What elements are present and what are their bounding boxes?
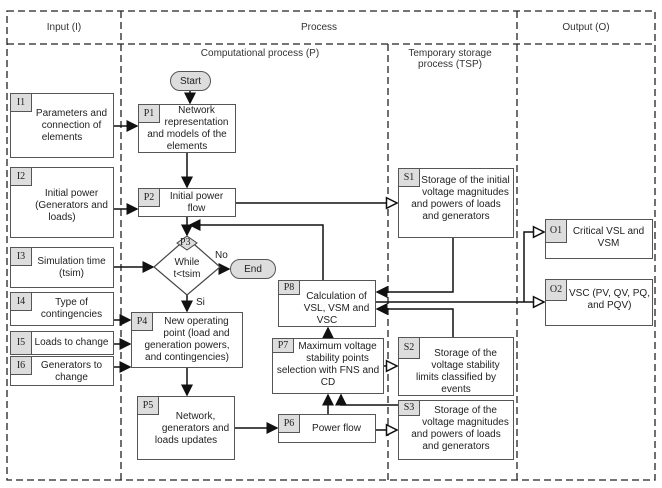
box-text: Critical VSL and VSM	[572, 226, 645, 249]
box-text: New operating point (load and generation…	[144, 316, 230, 363]
box-text-wrap: Calculation of VSL, VSM and VSC	[279, 281, 375, 326]
box-text-wrap: Network representation and models of the…	[139, 105, 235, 152]
box-text: Loads to change	[34, 337, 109, 348]
header-temporary: Temporary storage process (TSP)	[408, 48, 492, 70]
box-tag: O1	[546, 220, 567, 243]
box-text-wrap: New operating point (load and generation…	[132, 313, 242, 367]
box-text: Storage of the initial voltage magnitude…	[411, 175, 510, 222]
box-tag: P8	[279, 281, 300, 295]
box-text: Generators to change	[40, 360, 103, 383]
box-text: Initial power flow	[169, 191, 224, 214]
input-i4: Type of contingencies I4	[10, 292, 114, 326]
box-text: Storage of the voltage magnitudes and po…	[411, 405, 509, 452]
box-text-wrap: Critical VSL and VSM	[546, 220, 652, 258]
box-tag: O2	[546, 280, 567, 301]
input-i2: Initial power (Generators and loads)I2	[10, 167, 114, 238]
box-tag: S1	[399, 169, 420, 187]
storage-s3: Storage of the voltage magnitudes and po…	[398, 400, 514, 460]
box-text: Network, generators and loads updates	[154, 411, 230, 446]
input-i6: Generators to change I6	[10, 356, 114, 386]
input-i3: Simulation time (tsim) I3	[10, 247, 114, 288]
box-text: Type of contingencies	[40, 297, 103, 320]
box-text: Power flow	[312, 423, 361, 434]
box-tag: I4	[11, 293, 32, 311]
box-text: VSC (PV, QV, PQ, and PQV)	[569, 288, 650, 311]
box-text-wrap: Storage of the voltage magnitudes and po…	[399, 401, 513, 459]
box-tag: I1	[11, 94, 32, 112]
output-o2: VSC (PV, QV, PQ, and PQV)O2	[545, 279, 653, 326]
header-process: Process	[300, 22, 338, 33]
box-text-wrap: Storage of the initial voltage magnitude…	[399, 169, 513, 237]
box-text-wrap: Storage of the voltage stability limits …	[399, 338, 513, 395]
header-computational: Computational process (P)	[200, 48, 320, 59]
box-tag: I6	[11, 357, 32, 375]
box-text-wrap: Initial power (Generators and loads)	[11, 168, 113, 237]
box-text: Storage of the voltage stability limits …	[415, 348, 500, 395]
storage-s2: Storage of the voltage stability limits …	[398, 337, 514, 396]
box-text-wrap: Network, generators and loads updates	[138, 397, 234, 459]
box-text-wrap: Loads to change	[11, 332, 113, 354]
box-tag: P2	[139, 189, 160, 207]
box-tag: S3	[399, 401, 420, 416]
storage-s1: Storage of the initial voltage magnitude…	[398, 168, 514, 238]
swimlane-frame	[6, 10, 656, 481]
box-text: Parameters and connection of elements	[35, 108, 108, 143]
decision-text: While t<tsim	[173, 257, 201, 280]
process-p7: Maximum voltage stability points selecti…	[272, 338, 384, 394]
decision-yes-label: Si	[196, 297, 205, 308]
box-text-wrap: Type of contingencies	[11, 293, 113, 325]
start-terminal: Start	[170, 71, 211, 91]
box-tag: I5	[11, 332, 32, 355]
box-text: Calculation of VSL, VSM and VSC	[303, 291, 370, 326]
box-text: Maximum voltage stability points selecti…	[276, 341, 380, 388]
box-text: Network representation and models of the…	[147, 105, 229, 152]
box-tag: I3	[11, 248, 32, 266]
header-output: Output (O)	[562, 22, 610, 33]
decision-tag: P3	[180, 237, 191, 248]
box-tag: P4	[132, 313, 153, 331]
header-input: Input (I)	[46, 22, 82, 33]
process-p1: Network representation and models of the…	[138, 104, 236, 153]
box-text: Simulation time (tsim)	[37, 256, 106, 279]
box-text-wrap: Parameters and connection of elements	[11, 94, 113, 157]
box-tag: I2	[11, 168, 32, 186]
box-text-wrap: VSC (PV, QV, PQ, and PQV)	[546, 280, 652, 325]
decision-no-label: No	[215, 250, 228, 261]
box-text-wrap: Maximum voltage stability points selecti…	[273, 339, 383, 393]
box-tag: P5	[138, 397, 159, 415]
box-text-wrap: Initial power flow	[139, 189, 235, 216]
process-p2: Initial power flow P2	[138, 188, 236, 217]
box-tag: S2	[399, 338, 420, 359]
box-tag: P6	[279, 415, 300, 433]
process-p6: Power flow P6	[278, 414, 376, 443]
box-text-wrap: Simulation time (tsim)	[11, 248, 113, 287]
box-tag: P7	[273, 339, 294, 353]
end-terminal: End	[230, 259, 276, 279]
box-text-wrap: Power flow	[279, 415, 375, 442]
decision-diamond	[153, 237, 221, 296]
box-text-wrap: Generators to change	[11, 357, 113, 385]
process-p4: New operating point (load and generation…	[131, 312, 243, 368]
box-tag: P1	[139, 105, 160, 123]
box-text: Initial power (Generators and loads)	[35, 188, 108, 223]
